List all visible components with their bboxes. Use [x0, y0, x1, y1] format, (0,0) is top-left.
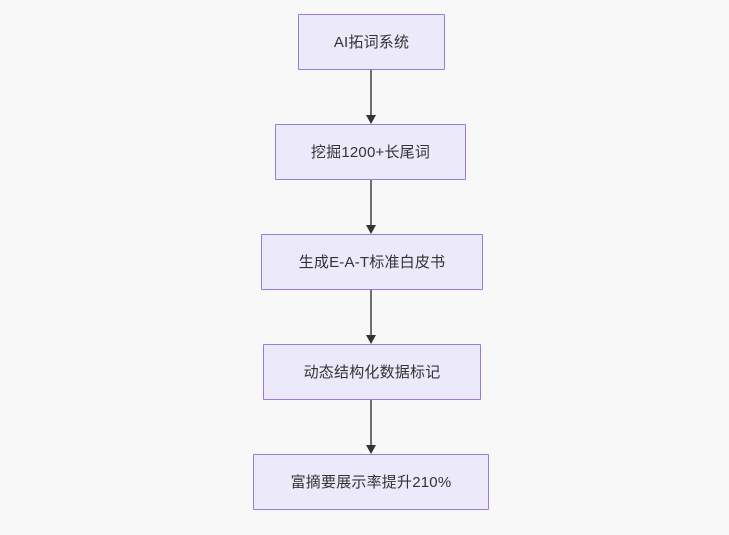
arrowhead-icon: [365, 225, 376, 234]
flow-node-label: 生成E-A-T标准白皮书: [298, 253, 446, 271]
arrowhead-icon: [365, 115, 376, 124]
flow-node-mine-longtail-keywords[interactable]: 挖掘1200+长尾词: [275, 124, 466, 180]
flow-node-label: 挖掘1200+长尾词: [310, 143, 431, 161]
arrowhead-icon: [365, 335, 376, 344]
flow-node-rich-snippet-rate-increase[interactable]: 富摘要展示率提升210%: [253, 454, 489, 510]
arrowhead-icon: [365, 445, 376, 454]
flow-node-label: 动态结构化数据标记: [303, 363, 441, 381]
flow-node-ai-keyword-system[interactable]: AI拓词系统: [298, 14, 445, 70]
flow-node-generate-eat-whitepaper[interactable]: 生成E-A-T标准白皮书: [261, 234, 483, 290]
flow-edge-2: [365, 180, 376, 234]
edge-line: [370, 290, 372, 335]
flow-edge-4: [365, 400, 376, 454]
edge-line: [370, 400, 372, 445]
flow-edge-1: [365, 70, 376, 124]
flow-node-dynamic-structured-data-markup[interactable]: 动态结构化数据标记: [263, 344, 481, 400]
edge-line: [370, 180, 372, 225]
edge-line: [370, 70, 372, 115]
flow-edge-3: [365, 290, 376, 344]
flow-node-label: 富摘要展示率提升210%: [290, 473, 452, 491]
flow-node-label: AI拓词系统: [333, 33, 410, 51]
